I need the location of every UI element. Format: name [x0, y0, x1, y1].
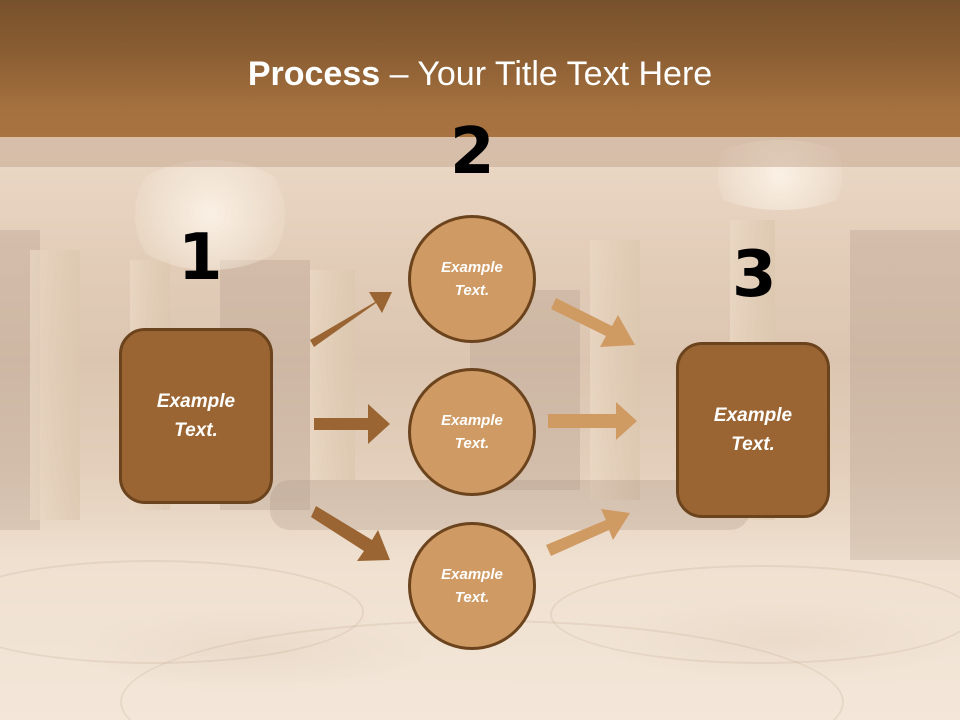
arrow-icon: [311, 506, 390, 561]
step-1-label: Example Text.: [156, 391, 236, 441]
step-3-label: Example Text.: [713, 405, 793, 455]
arrow-icon: [546, 509, 630, 556]
slide-title-bold: Process: [247, 55, 381, 93]
node-circle-bottom-label: Example Text.: [441, 566, 503, 606]
step-number-1: 1: [178, 221, 223, 295]
slide-title[interactable]: Process – Your Title Text Here: [0, 54, 960, 94]
arrow-icon: [310, 292, 392, 347]
node-circle-top[interactable]: Example Text.: [408, 215, 536, 343]
node-circle-middle-label: Example Text.: [441, 412, 503, 452]
background-wall-panel: [850, 230, 960, 560]
step-number-2: 2: [450, 115, 495, 189]
slide-title-rest: – Your Title Text Here: [380, 55, 713, 93]
title-bar: [0, 0, 960, 137]
step-number-3: 3: [732, 238, 777, 312]
arrow-icon: [314, 404, 390, 444]
background-sofa: [270, 480, 750, 530]
step-1-box[interactable]: Example Text.: [119, 328, 273, 504]
node-circle-middle[interactable]: Example Text.: [408, 368, 536, 496]
background-pillar: [30, 250, 80, 520]
background-chandelier: [120, 160, 300, 270]
arrow-icon: [548, 402, 637, 440]
title-bar-band: [0, 137, 960, 167]
background-pillar: [590, 240, 640, 500]
background-pillar: [310, 270, 355, 480]
arrow-icon: [551, 298, 635, 347]
node-circle-top-label: Example Text.: [441, 259, 503, 299]
background-chandelier: [700, 140, 860, 210]
step-3-box[interactable]: Example Text.: [676, 342, 830, 518]
node-circle-bottom[interactable]: Example Text.: [408, 522, 536, 650]
